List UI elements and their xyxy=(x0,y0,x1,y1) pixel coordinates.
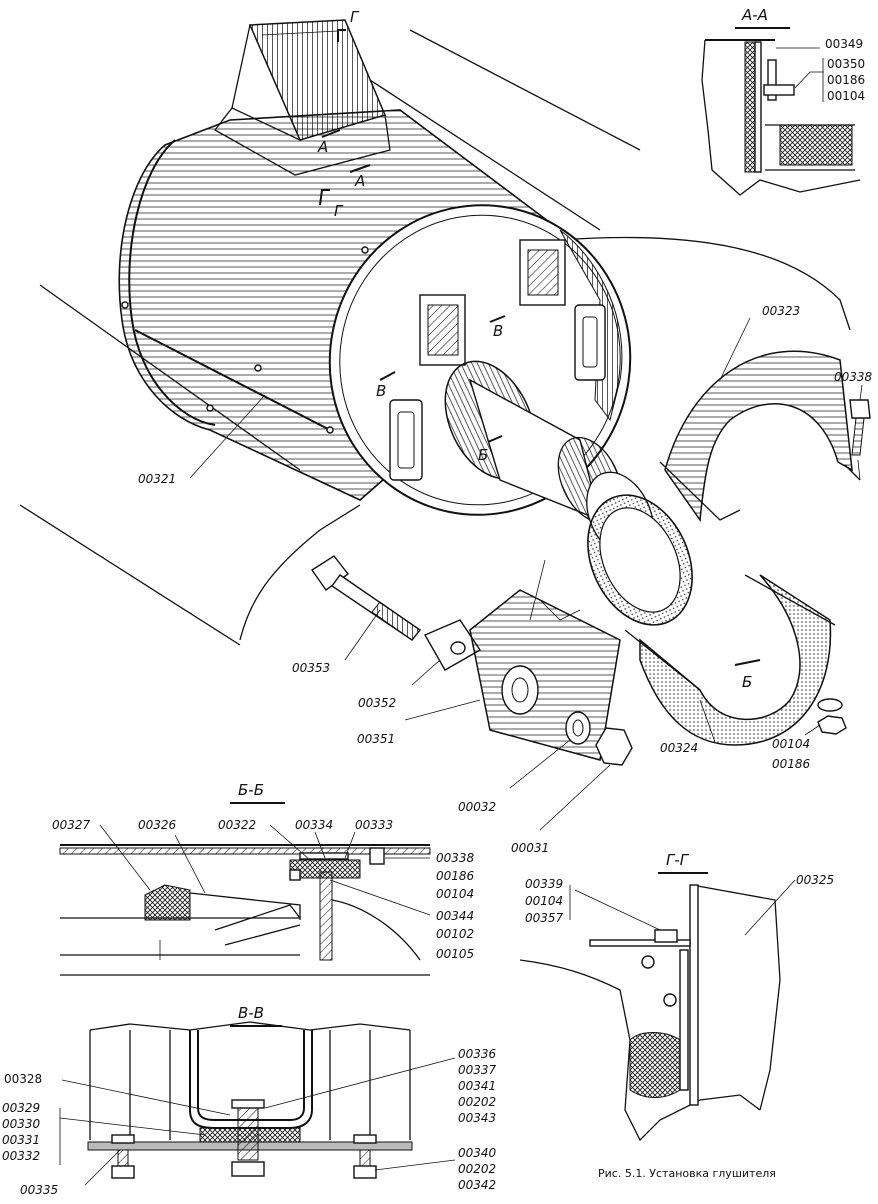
label-00321: 00321 xyxy=(138,472,176,486)
end-face-brackets xyxy=(389,239,606,481)
label-00032: 00032 xyxy=(458,800,496,814)
vv-left-2: 00331 xyxy=(2,1133,40,1147)
figure-caption: Рис. 5.1. Установка глушителя xyxy=(598,1167,776,1180)
section-aa-title: А-А xyxy=(741,6,768,24)
bracket-00351 xyxy=(469,589,621,761)
cut-mark-b-2: Б xyxy=(742,673,752,691)
section-aa: А-А 00349 00350 00186 00104 xyxy=(701,6,865,196)
clamp-lower-00324 xyxy=(624,574,836,746)
vv-label-00328: 00328 xyxy=(4,1072,42,1086)
bb-label-00322: 00322 xyxy=(218,818,256,832)
cut-mark-a-2: А xyxy=(354,172,365,190)
nut-00031 xyxy=(595,727,633,766)
section-bb-title: Б-Б xyxy=(238,781,264,799)
aa-label-1: 00350 xyxy=(827,57,865,71)
intake-box xyxy=(214,19,391,176)
bb-right-0: 00338 xyxy=(436,851,475,865)
section-bb: Б-Б 00327 00326 00322 00334 00333 00338 … xyxy=(52,781,475,976)
vv-rb-0: 00340 xyxy=(458,1146,497,1160)
label-00353: 00353 xyxy=(292,661,330,675)
clamp-upper-00323 xyxy=(659,350,861,523)
label-00104: 00104 xyxy=(772,737,810,751)
bb-label-00333: 00333 xyxy=(355,818,393,832)
bb-label-00326: 00326 xyxy=(138,818,177,832)
aa-label-2: 00186 xyxy=(827,73,865,87)
bb-right-3: 00344 xyxy=(436,909,474,923)
cut-mark-v-1: В xyxy=(376,382,386,400)
cut-mark-b-1: Б xyxy=(478,446,488,464)
vv-rt-1: 00337 xyxy=(458,1063,497,1077)
label-00323: 00323 xyxy=(762,304,800,318)
gg-left-0: 00339 xyxy=(525,877,563,891)
label-00352: 00352 xyxy=(358,696,396,710)
vv-rb-2: 00342 xyxy=(458,1178,496,1192)
section-gg-title: Г-Г xyxy=(666,851,690,869)
vv-rt-4: 00343 xyxy=(458,1111,496,1125)
vv-rb-1: 00202 xyxy=(458,1162,496,1176)
vv-left-1: 00330 xyxy=(2,1117,41,1131)
vv-rt-2: 00341 xyxy=(458,1079,496,1093)
cut-mark-v-2: В xyxy=(493,322,503,340)
vv-rt-0: 00336 xyxy=(458,1047,497,1061)
nut-00186 xyxy=(817,715,847,735)
label-00324: 00324 xyxy=(660,741,698,755)
vv-rt-3: 00202 xyxy=(458,1095,496,1109)
aa-label-3: 00104 xyxy=(827,89,865,103)
gg-label-00325: 00325 xyxy=(796,873,834,887)
gg-left-1: 00104 xyxy=(525,894,563,908)
section-gg: Г-Г 00339 00104 00357 00325 xyxy=(519,851,834,1142)
label-00351: 00351 xyxy=(357,732,395,746)
washer-00104 xyxy=(817,698,843,712)
section-vv-title: В-В xyxy=(238,1004,264,1022)
label-00031: 00031 xyxy=(511,841,549,855)
cut-mark-a-1: А xyxy=(317,138,328,156)
main-assembly: 00321 00323 00338 00324 00104 00186 0035… xyxy=(19,8,873,855)
bb-label-00334: 00334 xyxy=(295,818,333,832)
cut-mark-g-bottom: Г xyxy=(334,202,344,220)
vv-label-00335: 00335 xyxy=(20,1183,58,1197)
bb-label-00327: 00327 xyxy=(52,818,91,832)
label-00338: 00338 xyxy=(834,370,873,384)
bb-right-4: 00102 xyxy=(436,927,474,941)
bb-right-2: 00104 xyxy=(436,887,474,901)
vv-left-3: 00332 xyxy=(2,1149,40,1163)
section-vv: В-В 00328 00329 00330 00331 00332 00335 xyxy=(2,1004,497,1197)
cut-mark-g-top: Г xyxy=(350,8,360,26)
aa-label-0: 00349 xyxy=(825,37,863,51)
bolt-00338 xyxy=(849,399,871,481)
long-bolt-00353 xyxy=(311,555,422,641)
label-00186: 00186 xyxy=(772,757,811,771)
bb-right-5: 00105 xyxy=(436,947,474,961)
gg-left-2: 00357 xyxy=(525,911,564,925)
bb-right-1: 00186 xyxy=(436,869,475,883)
vv-left-0: 00329 xyxy=(2,1101,40,1115)
outlet-pipe xyxy=(444,360,693,626)
